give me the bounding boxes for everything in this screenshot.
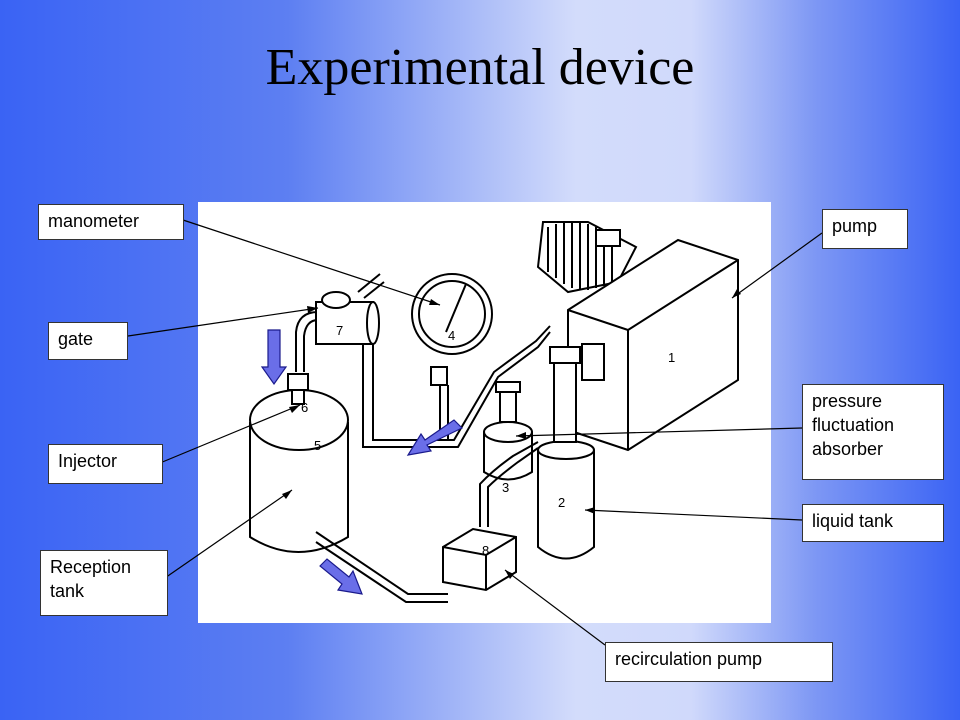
label-pressure-line1: pressure (812, 391, 883, 411)
part-number-6: 6 (301, 400, 308, 415)
absorber-drawing (483, 381, 533, 481)
reception-tank-drawing (249, 389, 448, 603)
part-number-8: 8 (482, 543, 489, 558)
label-recirculation-pump-text: recirculation pump (615, 649, 763, 669)
part-number-4: 4 (448, 328, 455, 343)
label-liquid-tank: liquid tank (802, 504, 944, 542)
label-pressure-line2: fluctuation (812, 415, 895, 435)
label-recirculation-pump: recirculation pump (605, 642, 833, 682)
apparatus-diagram: 1 2 3 4 5 6 7 8 (198, 202, 771, 623)
part-number-3: 3 (502, 480, 509, 495)
label-pressure-line3: absorber (812, 439, 884, 459)
label-injector: Injector (48, 444, 163, 484)
label-manometer: manometer (38, 204, 184, 240)
part-number-2: 2 (558, 495, 565, 510)
label-pump: pump (822, 209, 908, 249)
label-pump-text: pump (832, 216, 878, 236)
liquid-tank-drawing (537, 346, 595, 560)
label-liquid-tank-text: liquid tank (812, 511, 894, 531)
pipe-return (487, 447, 539, 527)
injector-drawing (287, 311, 319, 405)
label-injector-text: Injector (58, 451, 118, 471)
slide-title: Experimental device (265, 39, 695, 96)
part-number-5: 5 (314, 438, 321, 453)
label-reception-tank: Reception tank (40, 550, 168, 616)
part-number-1: 1 (668, 350, 675, 365)
label-reception-line1: Reception (50, 557, 132, 577)
pipe-main (362, 312, 551, 448)
apparatus-drawing: 1 2 3 4 5 6 7 8 (249, 221, 739, 603)
label-gate: gate (48, 322, 128, 360)
label-reception-line2: tank (50, 581, 85, 601)
gate-valve-drawing (315, 273, 385, 345)
part-number-7: 7 (336, 323, 343, 338)
label-pressure-fluctuation-absorber: pressure fluctuation absorber (802, 384, 944, 480)
label-gate-text: gate (58, 329, 94, 349)
recirculation-pump-drawing (442, 527, 517, 592)
label-manometer-text: manometer (48, 211, 140, 231)
